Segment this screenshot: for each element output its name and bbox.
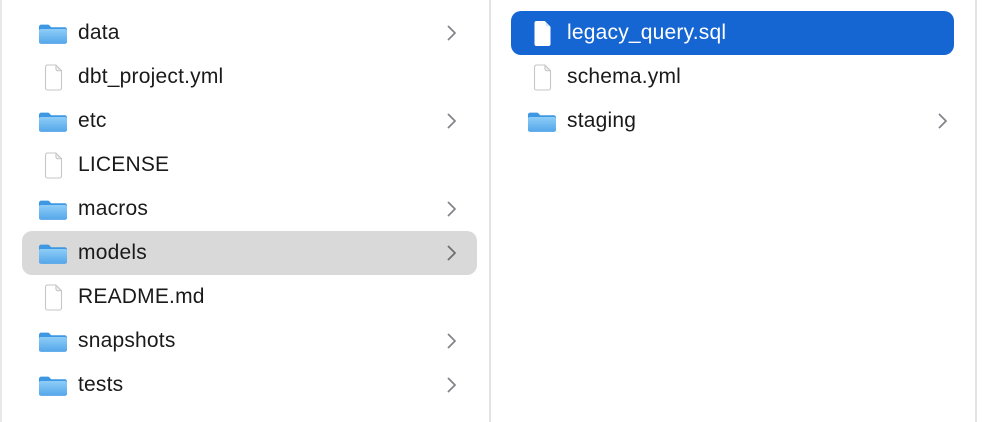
row-snapshots[interactable]: snapshots bbox=[22, 319, 477, 363]
folder-icon bbox=[38, 195, 68, 223]
item-label: macros bbox=[78, 197, 149, 220]
folder-icon bbox=[38, 19, 68, 47]
row-schema-yml[interactable]: schema.yml bbox=[511, 55, 954, 99]
folder-icon bbox=[38, 107, 68, 135]
folder-icon bbox=[38, 371, 68, 399]
row-staging[interactable]: staging bbox=[511, 99, 954, 143]
item-label: README.md bbox=[78, 285, 205, 308]
row-data[interactable]: data bbox=[22, 11, 477, 55]
column-2: legacy_query.sql schema.yml staging bbox=[491, 0, 977, 422]
chevron-right-icon bbox=[446, 332, 457, 350]
item-label: tests bbox=[78, 373, 124, 396]
chevron-right-icon bbox=[937, 112, 948, 130]
item-label: legacy_query.sql bbox=[567, 21, 727, 44]
folder-icon bbox=[38, 327, 68, 355]
row-macros[interactable]: macros bbox=[22, 187, 477, 231]
item-label: snapshots bbox=[78, 329, 176, 352]
column-1: data dbt_project.yml etc bbox=[2, 0, 491, 422]
document-icon bbox=[38, 283, 68, 311]
item-label: dbt_project.yml bbox=[78, 65, 224, 88]
row-models[interactable]: models bbox=[22, 231, 477, 275]
row-legacy-query-sql[interactable]: legacy_query.sql bbox=[511, 11, 954, 55]
document-icon bbox=[527, 63, 557, 91]
row-tests[interactable]: tests bbox=[22, 363, 477, 407]
item-label: LICENSE bbox=[78, 153, 170, 176]
item-label: models bbox=[78, 241, 147, 264]
item-label: schema.yml bbox=[567, 65, 682, 88]
row-dbt-project-yml[interactable]: dbt_project.yml bbox=[22, 55, 477, 99]
item-label: etc bbox=[78, 109, 107, 132]
chevron-right-icon bbox=[446, 200, 457, 218]
chevron-right-icon bbox=[446, 24, 457, 42]
folder-icon bbox=[527, 107, 557, 135]
item-label: staging bbox=[567, 109, 637, 132]
folder-icon bbox=[38, 239, 68, 267]
document-icon bbox=[527, 19, 557, 47]
row-license[interactable]: LICENSE bbox=[22, 143, 477, 187]
column-3 bbox=[977, 0, 984, 422]
document-icon bbox=[38, 63, 68, 91]
chevron-right-icon bbox=[446, 376, 457, 394]
document-icon bbox=[38, 151, 68, 179]
item-label: data bbox=[78, 21, 120, 44]
row-readme-md[interactable]: README.md bbox=[22, 275, 477, 319]
chevron-right-icon bbox=[446, 112, 457, 130]
row-etc[interactable]: etc bbox=[22, 99, 477, 143]
chevron-right-icon bbox=[446, 244, 457, 262]
